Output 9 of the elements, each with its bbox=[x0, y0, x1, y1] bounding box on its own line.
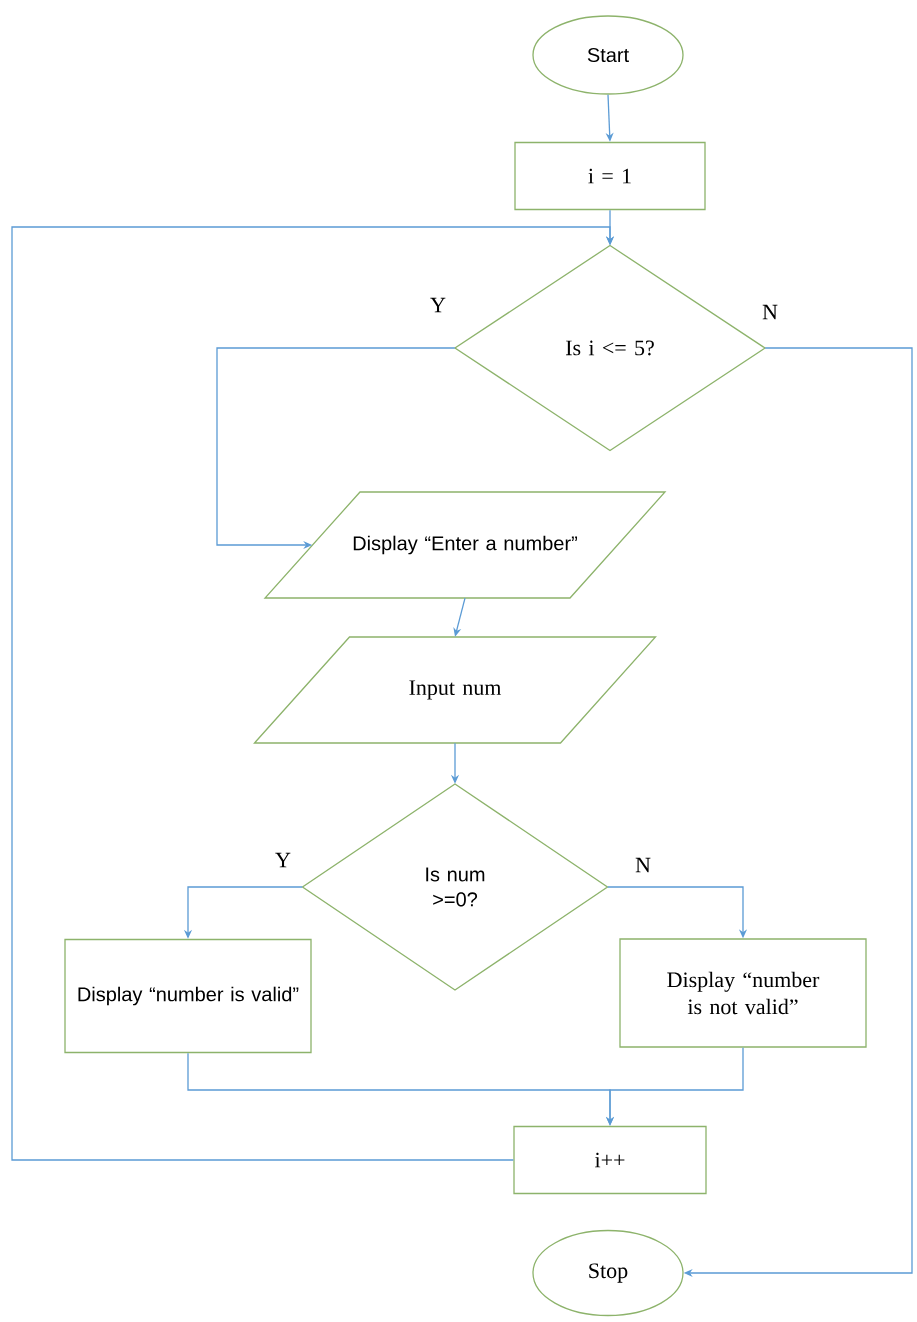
edge-label: Y bbox=[430, 297, 446, 313]
input-output-parallelogram: Input num bbox=[253, 636, 657, 744]
process-box: i = 1 bbox=[514, 141, 706, 211]
arrow bbox=[11, 226, 615, 1161]
process-box: i++ bbox=[513, 1125, 707, 1195]
process-box: Display “number is not valid” bbox=[619, 938, 867, 1048]
edge-label: N bbox=[635, 857, 651, 873]
edge-label: Y bbox=[275, 852, 291, 868]
process-box: Display “number is valid” bbox=[64, 938, 312, 1054]
